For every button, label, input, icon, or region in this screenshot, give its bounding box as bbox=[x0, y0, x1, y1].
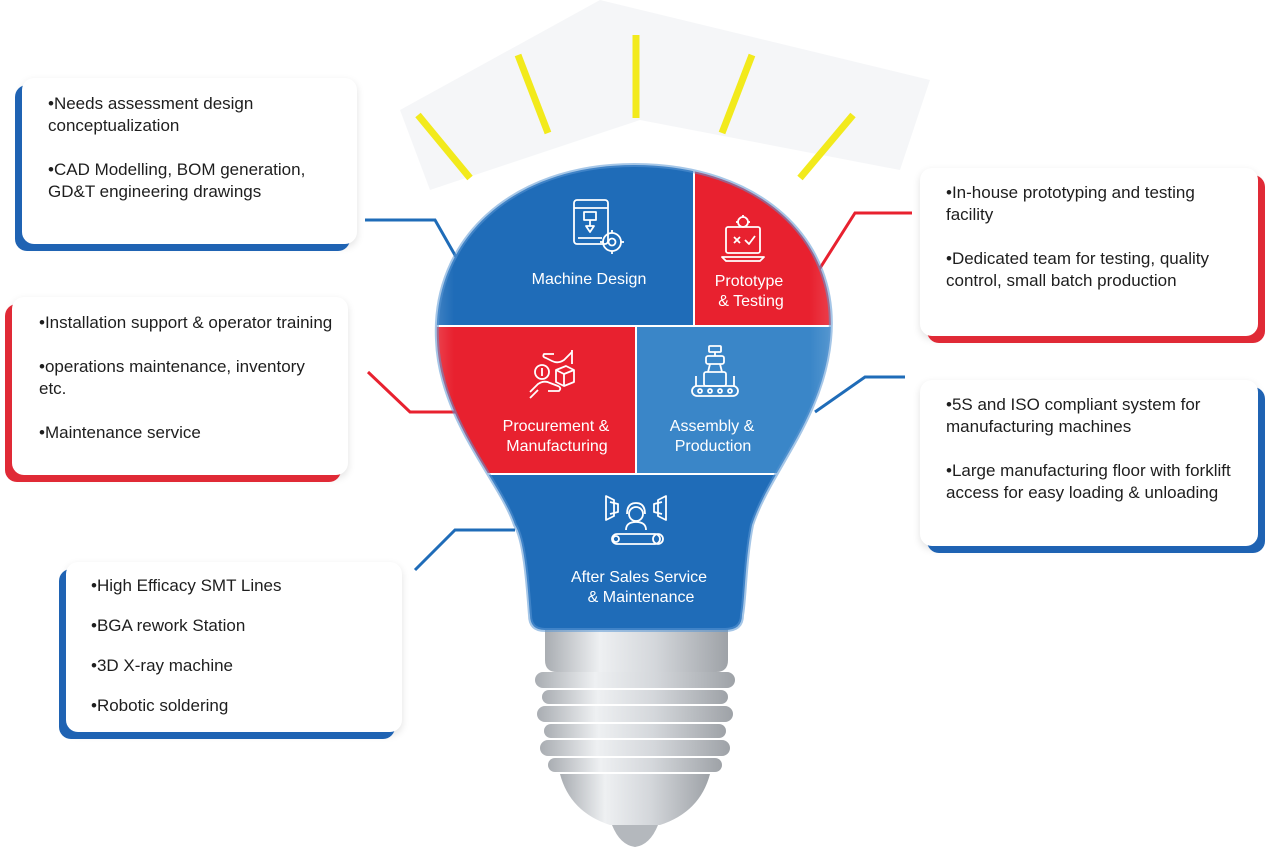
after-sales-label-line-1: After Sales Service bbox=[571, 569, 707, 586]
bulb-base bbox=[535, 628, 735, 847]
prototype-testing-icon bbox=[721, 215, 765, 262]
ray-1 bbox=[415, 112, 473, 181]
callout-after-sales-item-3: •3D X-ray machine bbox=[91, 656, 234, 675]
assembly-label-line-1: Assembly & bbox=[670, 418, 755, 435]
callout-after-sales: •High Efficacy SMT Lines •BGA rework Sta… bbox=[66, 562, 402, 732]
connector-after-sales bbox=[413, 528, 515, 572]
callout-prototype-item-2: •Dedicated team for testing, quality con… bbox=[946, 249, 1209, 290]
callout-procurement-item-1: •Installation support & operator trainin… bbox=[39, 313, 333, 332]
callout-prototype-item-1: •In-house prototyping and testing facili… bbox=[946, 183, 1195, 224]
connector-lines bbox=[365, 211, 912, 572]
after-sales-support-icon bbox=[605, 495, 667, 545]
ray-5 bbox=[797, 112, 856, 181]
assembly-label-line-2: Production bbox=[675, 438, 752, 455]
light-rays bbox=[415, 35, 856, 181]
glow-backdrop bbox=[400, 0, 930, 190]
after-sales-label-line-2: & Maintenance bbox=[588, 589, 695, 606]
procurement-label-line-1: Procurement & bbox=[503, 418, 610, 435]
ray-4 bbox=[718, 53, 756, 135]
connector-assembly bbox=[814, 375, 905, 414]
callout-procurement: •Installation support & operator trainin… bbox=[12, 297, 348, 475]
callout-design-item-2: •CAD Modelling, BOM generation, GD&T eng… bbox=[48, 160, 306, 201]
connector-procurement bbox=[366, 370, 462, 414]
procurement-label-line-2: Manufacturing bbox=[506, 438, 607, 455]
ray-2 bbox=[514, 53, 552, 135]
callout-design-item-1: •Needs assessment design conceptualizati… bbox=[48, 94, 254, 135]
procurement-icon bbox=[529, 350, 575, 399]
connector-prototype bbox=[806, 211, 912, 288]
callout-assembly: •5S and ISO compliant system for manufac… bbox=[920, 380, 1258, 546]
callout-design: •Needs assessment design conceptualizati… bbox=[22, 78, 357, 244]
callout-after-sales-item-4: •Robotic soldering bbox=[91, 696, 229, 715]
machine-design-icon bbox=[573, 199, 624, 254]
prototype-label-line-2: & Testing bbox=[718, 293, 784, 310]
callout-procurement-item-3: •Maintenance service bbox=[39, 423, 201, 442]
callout-assembly-item-1: •5S and ISO compliant system for manufac… bbox=[946, 395, 1201, 436]
prototype-label-line-1: Prototype bbox=[715, 273, 784, 290]
callout-assembly-item-2: •Large manufacturing floor with forklift… bbox=[946, 461, 1231, 502]
callout-prototype: •In-house prototyping and testing facili… bbox=[920, 168, 1258, 336]
callout-procurement-item-2: •operations maintenance, inventory etc. bbox=[39, 357, 305, 398]
assembly-robot-icon bbox=[691, 345, 739, 397]
callout-after-sales-item-2: •BGA rework Station bbox=[91, 616, 246, 635]
machine-design-label: Machine Design bbox=[532, 271, 647, 288]
callout-after-sales-item-1: •High Efficacy SMT Lines bbox=[91, 576, 282, 595]
